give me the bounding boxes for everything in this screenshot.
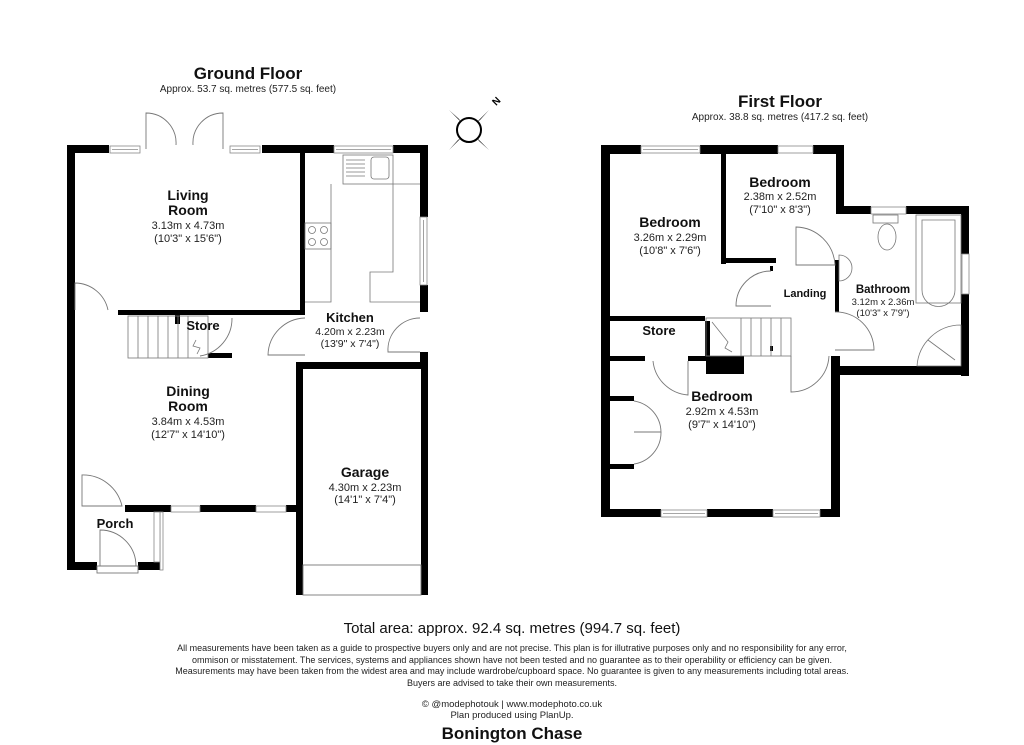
first-floor-area: Approx. 38.8 sq. metres (417.2 sq. feet) bbox=[691, 112, 869, 123]
first-floor-stairs bbox=[705, 317, 792, 357]
svg-text:Room: Room bbox=[168, 398, 208, 414]
bathroom-fixtures bbox=[838, 214, 962, 367]
svg-text:3.84m x 4.53m: 3.84m x 4.53m bbox=[152, 416, 225, 428]
svg-text:Dining: Dining bbox=[166, 383, 210, 399]
first-floor-windows bbox=[640, 145, 970, 518]
svg-text:Living: Living bbox=[167, 187, 208, 203]
credit-line-1: © @modephotouk | www.modephoto.co.uk bbox=[421, 699, 603, 710]
first-floor-title: First Floor bbox=[737, 92, 823, 111]
svg-text:Store: Store bbox=[186, 318, 219, 333]
total-area: Total area: approx. 92.4 sq. metres (994… bbox=[343, 620, 681, 637]
svg-text:Bedroom: Bedroom bbox=[749, 174, 810, 190]
first-floor-doors bbox=[633, 226, 875, 465]
toilet-cistern bbox=[872, 214, 899, 224]
ground-floor-stairs bbox=[127, 315, 209, 359]
svg-text:4.20m x 2.23m: 4.20m x 2.23m bbox=[315, 326, 385, 338]
svg-text:4.30m x 2.23m: 4.30m x 2.23m bbox=[329, 482, 402, 494]
svg-text:3.12m x 2.36m: 3.12m x 2.36m bbox=[852, 297, 915, 308]
svg-text:(10'8" x 7'6"): (10'8" x 7'6") bbox=[639, 245, 701, 257]
first-floor-plan bbox=[601, 145, 969, 517]
shower-icon bbox=[916, 324, 962, 367]
disclaimer-text: All measurements have been taken as a gu… bbox=[175, 643, 849, 688]
ground-floor-doors bbox=[74, 112, 422, 596]
svg-text:Kitchen: Kitchen bbox=[326, 310, 374, 325]
svg-text:Porch: Porch bbox=[97, 516, 134, 531]
svg-text:(10'3" x 15'6"): (10'3" x 15'6") bbox=[154, 233, 222, 245]
svg-text:Bathroom: Bathroom bbox=[856, 284, 910, 296]
svg-text:(7'10" x 8'3"): (7'10" x 8'3") bbox=[749, 204, 811, 216]
floor-plan-drawing: Living Room 3.13m x 4.73m (10'3" x 15'6"… bbox=[67, 95, 970, 596]
basin-icon bbox=[838, 254, 853, 282]
svg-text:(14'1" x 7'4"): (14'1" x 7'4") bbox=[334, 494, 396, 506]
svg-text:3.26m x 2.29m: 3.26m x 2.29m bbox=[634, 232, 707, 244]
svg-text:2.92m x 4.53m: 2.92m x 4.53m bbox=[686, 406, 759, 418]
svg-text:Garage: Garage bbox=[341, 464, 389, 480]
svg-text:Room: Room bbox=[168, 202, 208, 218]
svg-text:(13'9" x 7'4"): (13'9" x 7'4") bbox=[321, 338, 380, 350]
svg-text:3.13m x 4.73m: 3.13m x 4.73m bbox=[152, 220, 225, 232]
toilet-icon bbox=[877, 223, 897, 251]
svg-text:Bedroom: Bedroom bbox=[639, 214, 700, 230]
svg-text:Landing: Landing bbox=[784, 288, 827, 300]
credit-line-2: Plan produced using PlanUp. bbox=[450, 710, 574, 721]
svg-text:(12'7" x 14'10"): (12'7" x 14'10") bbox=[151, 429, 225, 441]
svg-text:Store: Store bbox=[642, 323, 675, 338]
svg-text:(9'7" x 14'10"): (9'7" x 14'10") bbox=[688, 419, 756, 431]
room-labels: Living Room 3.13m x 4.73m (10'3" x 15'6"… bbox=[97, 174, 915, 531]
hob-icon bbox=[304, 222, 332, 250]
property-name: Bonington Chase bbox=[441, 724, 583, 743]
ground-floor-area: Approx. 53.7 sq. metres (577.5 sq. feet) bbox=[159, 84, 337, 95]
kitchen-fixtures bbox=[304, 154, 420, 303]
ground-floor-windows bbox=[109, 145, 428, 563]
ground-floor-plan bbox=[67, 145, 428, 595]
svg-text:(10'3" x 7'9"): (10'3" x 7'9") bbox=[856, 308, 909, 319]
bath-icon bbox=[915, 214, 962, 304]
north-compass-icon: N bbox=[449, 95, 503, 150]
svg-text:N: N bbox=[490, 95, 503, 108]
ground-floor-title: Ground Floor bbox=[193, 64, 303, 83]
svg-text:2.38m x 2.52m: 2.38m x 2.52m bbox=[744, 191, 817, 203]
svg-text:Bedroom: Bedroom bbox=[691, 388, 752, 404]
